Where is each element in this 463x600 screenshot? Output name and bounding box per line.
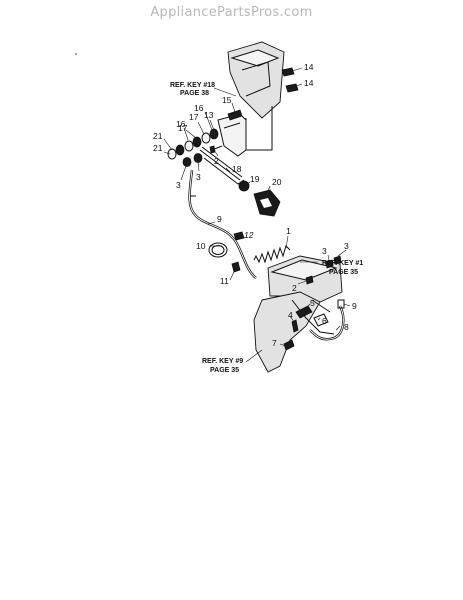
callout-16: 16 bbox=[194, 103, 204, 113]
callout-5: 5 bbox=[310, 298, 315, 308]
svg-text:REF. KEY #18: REF. KEY #18 bbox=[170, 82, 215, 89]
callout-21: 21 bbox=[153, 143, 163, 153]
callout-9: 9 bbox=[217, 214, 222, 224]
svg-text:PAGE 35: PAGE 35 bbox=[210, 367, 239, 374]
callout-2: 2 bbox=[292, 283, 297, 293]
screw-15 bbox=[227, 109, 243, 121]
callout-6: 6 bbox=[322, 316, 327, 326]
callout-4: 4 bbox=[288, 310, 293, 320]
ref-label-key-18: REF. KEY #18 PAGE 38 bbox=[170, 82, 215, 97]
bolt-3-right-a bbox=[325, 259, 334, 269]
screw-14-lower bbox=[285, 83, 299, 93]
screw-14-upper bbox=[281, 67, 295, 77]
scan-speck bbox=[75, 53, 77, 55]
spring bbox=[253, 245, 291, 264]
callout-10: 10 bbox=[196, 241, 206, 251]
dash-panel bbox=[227, 41, 285, 151]
nut-3-left bbox=[182, 157, 192, 167]
callout-1: 1 bbox=[286, 226, 291, 236]
callout-15: 15 bbox=[222, 95, 232, 105]
mounting-bracket bbox=[217, 113, 247, 157]
callout-14: 14 bbox=[304, 62, 314, 72]
svg-text:PAGE 35: PAGE 35 bbox=[329, 269, 358, 276]
svg-text:REF. KEY #9: REF. KEY #9 bbox=[202, 358, 243, 365]
lower-control-cable bbox=[309, 299, 345, 341]
callout-12: 12 bbox=[244, 230, 254, 240]
callout-9: 9 bbox=[352, 301, 357, 311]
cable-clip-11 bbox=[231, 261, 241, 273]
svg-text:REF. KEY #1: REF. KEY #1 bbox=[322, 260, 363, 267]
watermark-text: AppliancePartsPros.com bbox=[150, 5, 313, 20]
bolt-2-upper bbox=[209, 145, 223, 154]
cable-clip-12 bbox=[233, 231, 245, 241]
callout-3: 3 bbox=[196, 172, 201, 182]
bolt-7 bbox=[283, 339, 295, 351]
callout-20: 20 bbox=[272, 177, 282, 187]
screw-4 bbox=[291, 319, 299, 333]
callout-13: 13 bbox=[204, 110, 214, 120]
callout-14: 14 bbox=[304, 78, 314, 88]
callout-11: 11 bbox=[220, 276, 229, 286]
ref-label-key-9: REF. KEY #9 PAGE 35 bbox=[202, 358, 243, 374]
nut-19 bbox=[238, 180, 250, 192]
bolt-3-right-b bbox=[333, 255, 342, 265]
leader-lines bbox=[163, 67, 351, 363]
callout-16: 16 bbox=[176, 119, 186, 129]
callout-7: 7 bbox=[272, 338, 277, 348]
callout-21: 21 bbox=[153, 131, 163, 141]
callout-2: 2 bbox=[214, 156, 219, 166]
svg-text:PAGE 38: PAGE 38 bbox=[180, 90, 209, 97]
deflector-lever bbox=[295, 305, 329, 327]
control-knob bbox=[253, 189, 281, 217]
part-callouts: 14 14 15 16 13 17 16 17 21 21 2 3 3 18 1… bbox=[153, 62, 357, 348]
callout-3: 3 bbox=[322, 246, 327, 256]
callout-17: 17 bbox=[178, 123, 188, 133]
callout-18: 18 bbox=[232, 164, 242, 174]
washer-stack bbox=[167, 128, 219, 160]
upper-control-cable bbox=[188, 169, 257, 279]
callout-3: 3 bbox=[344, 241, 349, 251]
nut-3-right bbox=[193, 153, 203, 163]
callout-8: 8 bbox=[344, 322, 349, 332]
ref-label-key-1: REF. KEY #1 PAGE 35 bbox=[322, 260, 363, 276]
cable-coil bbox=[208, 242, 228, 258]
callout-17: 17 bbox=[189, 112, 199, 122]
callout-19: 19 bbox=[250, 174, 260, 184]
callout-3: 3 bbox=[176, 180, 181, 190]
bolt-2-lower bbox=[305, 275, 314, 285]
